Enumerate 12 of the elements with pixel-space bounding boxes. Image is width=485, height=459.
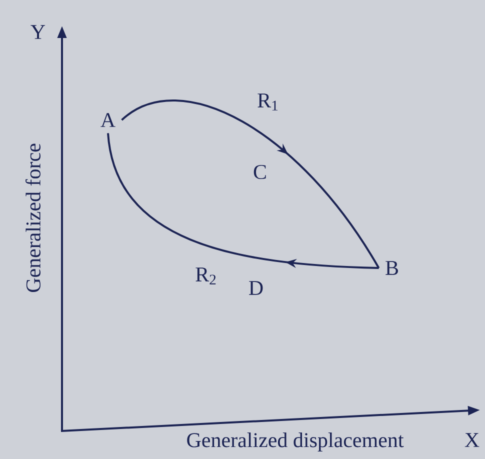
axis-label: Y: [30, 25, 46, 39]
axis-label: X: [464, 433, 480, 447]
axis-title: Generalized displacement: [187, 432, 404, 452]
curved-arrow: [121, 100, 380, 269]
axis-title: Generalized force: [26, 144, 40, 292]
point-label: A: [100, 113, 116, 127]
point-label: D: [249, 281, 263, 295]
point-label: B: [386, 261, 398, 275]
point-label: C: [254, 164, 266, 180]
edge-label: R$_{1}$: [258, 94, 278, 110]
curved-arrow: [107, 132, 379, 269]
edge-label: R$_{2}$: [196, 268, 216, 284]
